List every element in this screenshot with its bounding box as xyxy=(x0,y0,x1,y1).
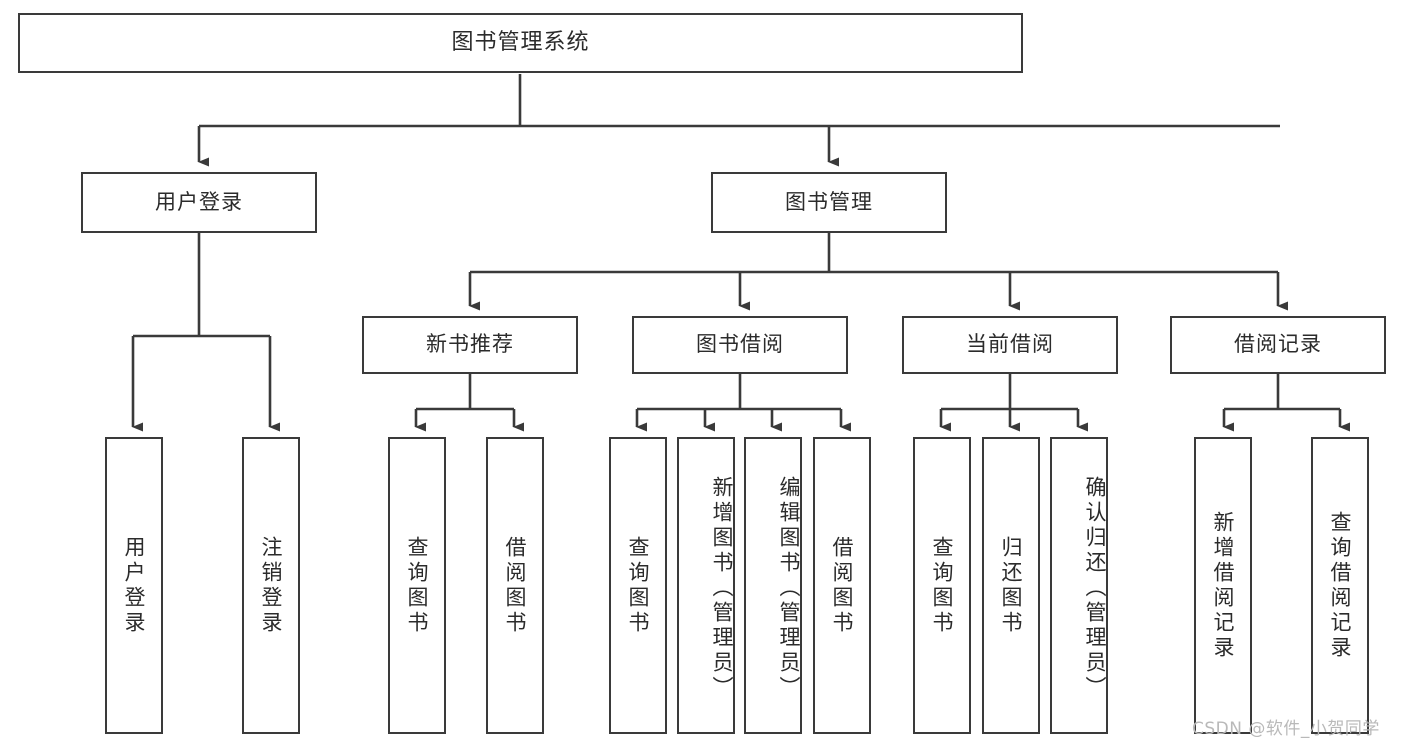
leaf-borrow-book[interactable]: 借阅图书 xyxy=(813,437,871,734)
leaf-logout[interactable]: 注销登录 xyxy=(242,437,300,734)
node-label: 借阅记录 xyxy=(1234,332,1322,357)
node-user-login[interactable]: 用户登录 xyxy=(81,172,317,233)
leaf-user-login[interactable]: 用户登录 xyxy=(105,437,163,734)
node-label: 注销登录 xyxy=(259,535,284,636)
node-book-borrow[interactable]: 图书借阅 xyxy=(632,316,848,374)
node-label: 归还图书 xyxy=(999,535,1024,636)
node-book-management-system[interactable]: 图书管理系统 xyxy=(18,13,1023,73)
node-book-management[interactable]: 图书管理 xyxy=(711,172,947,233)
node-label: 查询图书 xyxy=(626,535,651,636)
csdn-watermark: CSDN @软件_小贺同学 xyxy=(1192,719,1380,739)
node-label: 图书借阅 xyxy=(696,332,784,357)
leaf-query-book-current[interactable]: 查询图书 xyxy=(913,437,971,734)
node-label: 确认归还（管理员） xyxy=(1083,476,1107,701)
leaf-edit-book-admin[interactable]: 编辑图书（管理员） xyxy=(744,437,802,734)
leaf-return-book[interactable]: 归还图书 xyxy=(982,437,1040,734)
node-label: 图书管理 xyxy=(785,189,873,214)
leaf-query-borrow-record[interactable]: 查询借阅记录 xyxy=(1311,437,1369,734)
leaf-query-book-recommend[interactable]: 查询图书 xyxy=(388,437,446,734)
node-current-borrow[interactable]: 当前借阅 xyxy=(902,316,1118,374)
node-new-book-recommend[interactable]: 新书推荐 xyxy=(362,316,578,374)
node-label: 当前借阅 xyxy=(966,332,1054,357)
node-borrow-record[interactable]: 借阅记录 xyxy=(1170,316,1386,374)
node-label: 新增图书（管理员） xyxy=(710,476,734,701)
node-label: 编辑图书（管理员） xyxy=(777,476,801,701)
node-label: 查询图书 xyxy=(405,535,430,636)
leaf-confirm-return-admin[interactable]: 确认归还（管理员） xyxy=(1050,437,1108,734)
leaf-query-book-borrow[interactable]: 查询图书 xyxy=(609,437,667,734)
node-label: 新增借阅记录 xyxy=(1211,510,1236,661)
node-label: 借阅图书 xyxy=(830,535,855,636)
node-label: 用户登录 xyxy=(122,535,147,636)
node-label: 查询借阅记录 xyxy=(1328,510,1353,661)
node-label: 新书推荐 xyxy=(426,332,514,357)
leaf-add-borrow-record[interactable]: 新增借阅记录 xyxy=(1194,437,1252,734)
node-label: 图书管理系统 xyxy=(451,29,590,55)
leaf-borrow-book-recommend[interactable]: 借阅图书 xyxy=(486,437,544,734)
node-label: 查询图书 xyxy=(930,535,955,636)
leaf-add-book-admin[interactable]: 新增图书（管理员） xyxy=(677,437,735,734)
node-label: 用户登录 xyxy=(155,189,243,214)
node-label: 借阅图书 xyxy=(503,535,528,636)
